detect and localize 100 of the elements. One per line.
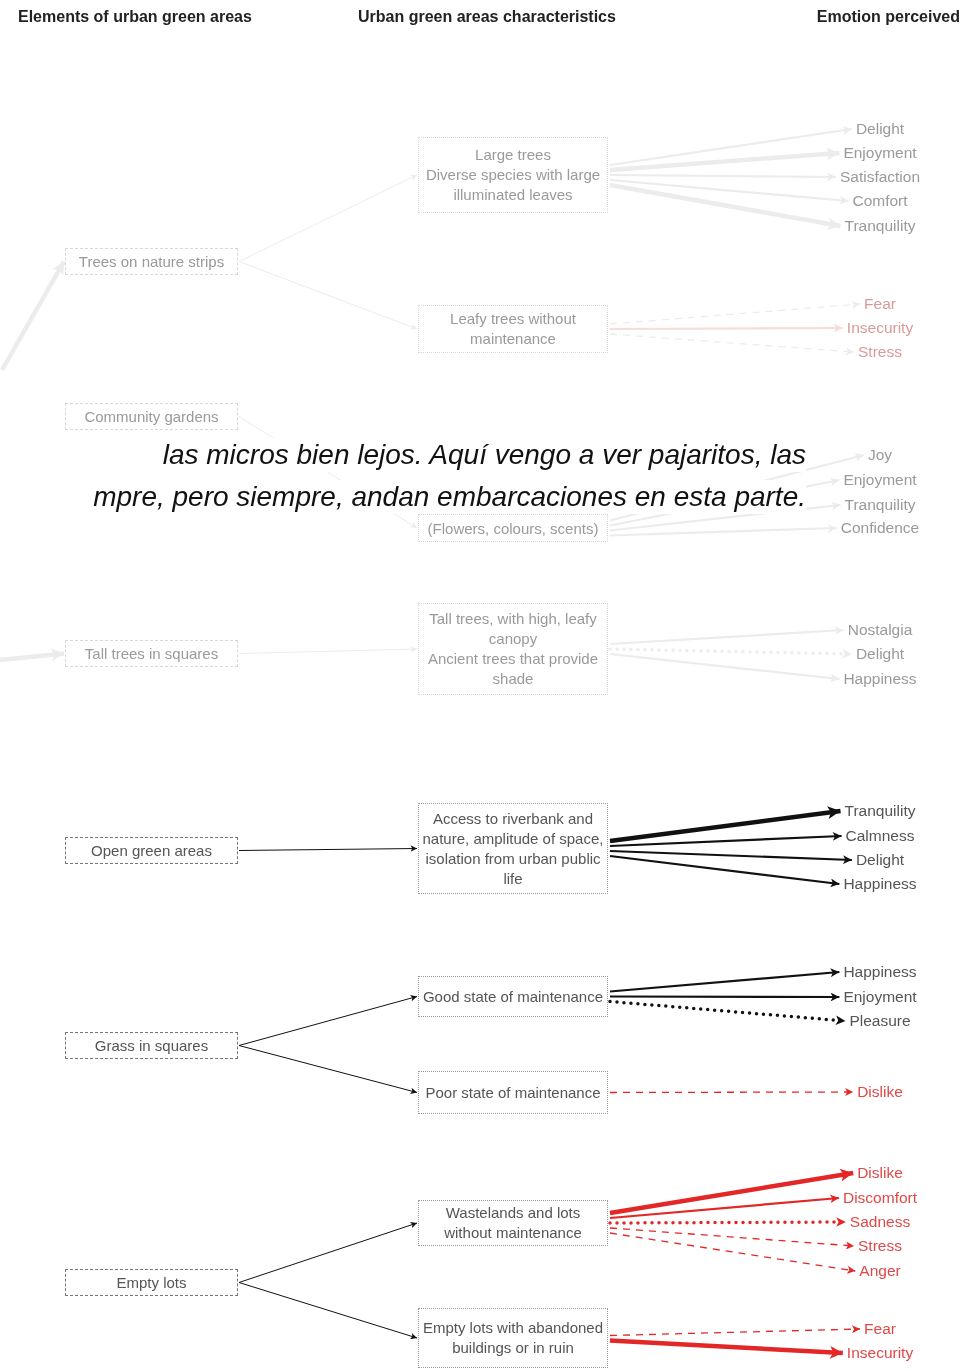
characteristic-box [418, 137, 608, 213]
emotion-label: Calmness [845, 826, 915, 846]
arrow [609, 178, 849, 205]
element-box [65, 1032, 238, 1059]
emotion-label: Dislike [857, 1082, 903, 1102]
arrow [609, 806, 841, 844]
box-text: (Flowers, colours, scents) [427, 519, 599, 539]
emotion-label: Anger [859, 1261, 901, 1281]
arrow [609, 854, 840, 888]
arrow [0, 260, 66, 372]
arrow [609, 523, 837, 537]
emotion-label: Insecurity [846, 1343, 914, 1363]
arrow [609, 1194, 840, 1220]
box-text: Empty lots [116, 1272, 187, 1293]
box-text: Ancient trees that provide shade [426, 649, 600, 689]
emotion-label: Nostalgia [847, 620, 913, 640]
arrow [609, 147, 840, 173]
emotion-label: Tranquility [844, 216, 916, 236]
box-text: Leafy trees without maintenance [449, 309, 577, 349]
arrow [609, 125, 853, 167]
arrow [0, 648, 65, 663]
box-text: Tall trees, with high, leafy canopy [428, 609, 598, 649]
emotion-label: Enjoyment [843, 143, 917, 163]
arrow [609, 832, 842, 848]
emotion-label: Comfort [852, 191, 908, 211]
emotion-label: Happiness [843, 962, 917, 982]
arrow [609, 1232, 856, 1274]
arrow [609, 968, 840, 993]
arrow [238, 1282, 418, 1340]
arrow [609, 652, 840, 683]
emotion-label: Insecurity [846, 318, 914, 338]
emotion-label: Happiness [843, 669, 917, 689]
arrow [609, 1168, 854, 1216]
arrow [238, 261, 418, 330]
arrow [609, 1325, 861, 1337]
box-text: Large trees [475, 145, 551, 165]
arrow [609, 1338, 843, 1359]
emotion-label: Happiness [843, 874, 917, 894]
emotion-label: Joy [867, 445, 893, 465]
emotion-label: Delight [855, 644, 905, 664]
column-header: Elements of urban green areas [18, 8, 252, 26]
characteristic-box [418, 1200, 608, 1246]
box-text: Wastelands and lots without maintenance [443, 1203, 583, 1243]
arrow [609, 333, 855, 356]
column-header: Urban green areas characteristics [358, 8, 616, 26]
emotion-label: Confidence [840, 518, 920, 538]
arrow [608, 1217, 848, 1227]
characteristic-box [418, 976, 608, 1017]
arrow [238, 995, 418, 1046]
emotion-label: Tranquility [844, 801, 916, 821]
emotion-label: Dislike [857, 1163, 903, 1183]
emotion-label: Fear [864, 1319, 896, 1339]
emotion-label: Pleasure [849, 1011, 911, 1031]
element-box [65, 1269, 238, 1296]
quote-text: mpre, pero siempre, andan embarcaciones en esta parte. [93, 480, 806, 514]
emotion-label: Enjoyment [843, 987, 917, 1007]
arrow [609, 182, 841, 231]
emotion-label: Delight [855, 850, 905, 870]
element-box [65, 248, 238, 275]
characteristic-box [418, 603, 608, 695]
quote-text: las micros bien lejos. Aquí vengo a ver pajaritos, las [162, 438, 806, 472]
arrow [609, 626, 844, 646]
arrow [238, 174, 418, 262]
box-text: Open green areas [91, 840, 212, 861]
element-box [65, 640, 238, 667]
box-text: Good state of maintenance [422, 986, 604, 1007]
emotion-label: Stress [858, 342, 902, 362]
arrow [610, 992, 840, 1002]
box-text: Trees on nature strips [78, 251, 225, 272]
column-header: Emotion perceived [816, 8, 960, 26]
emotion-label: Satisfaction [839, 167, 921, 187]
box-text: Community gardens [84, 406, 219, 427]
arrow [609, 849, 852, 865]
characteristic-box [418, 1071, 608, 1114]
emotion-label: Stress [858, 1236, 902, 1256]
arrow [609, 300, 861, 325]
box-text: Grass in squares [94, 1035, 209, 1056]
box-text: Tall trees in squares [84, 643, 219, 664]
arrow [609, 1088, 854, 1096]
arrow [238, 845, 418, 852]
element-box [65, 403, 238, 430]
emotion-label: Delight [855, 119, 905, 139]
characteristic-box [418, 305, 608, 353]
box-text: Diverse species with large illuminated leaves [424, 165, 602, 205]
box-text: Access to riverbank and nature, amplitude of space, isolation from urban public life [422, 808, 604, 889]
arrow [609, 1227, 855, 1250]
arrow [608, 999, 848, 1025]
box-text: Empty lots with abandoned buildings or in ruin [422, 1318, 604, 1358]
arrow [238, 1222, 418, 1283]
emotion-label: Discomfort [842, 1188, 918, 1208]
element-box [65, 837, 238, 864]
emotion-label: Sadness [849, 1212, 911, 1232]
characteristic-box [418, 1308, 608, 1368]
box-text: Poor state of maintenance [425, 1082, 601, 1103]
arrow [610, 323, 843, 333]
arrow [608, 647, 854, 659]
emotion-label: Tranquility [844, 495, 916, 515]
emotion-label: Fear [864, 294, 896, 314]
emotion-label: Enjoyment [843, 470, 917, 490]
arrow [238, 1045, 418, 1094]
